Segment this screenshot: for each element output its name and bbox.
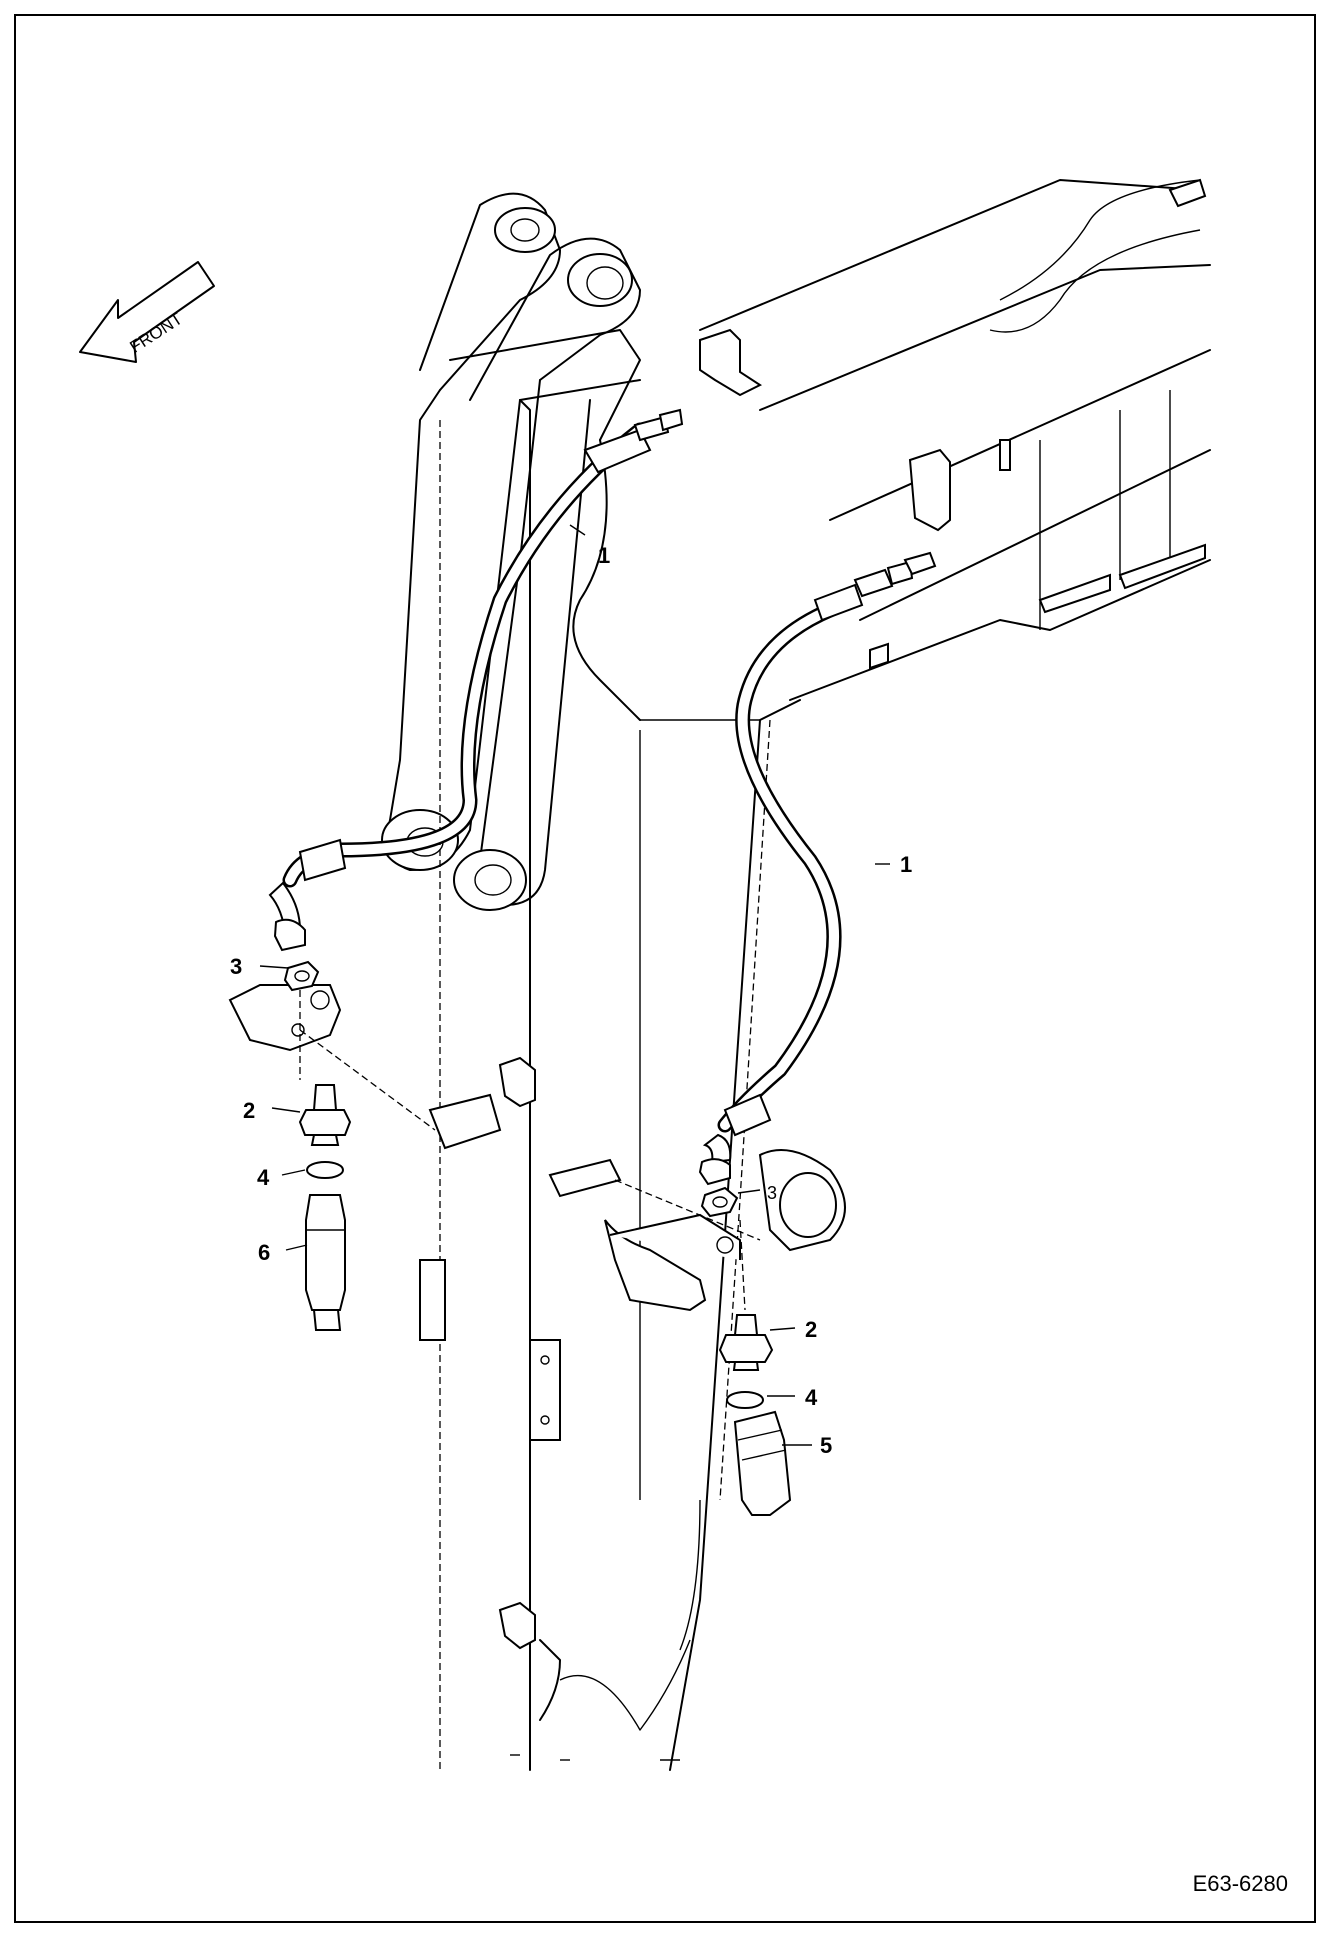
callout-hose-right: 1 (900, 852, 912, 877)
right-fitting-stack (700, 1186, 792, 1516)
callout-washer-right: 3 (767, 1183, 777, 1203)
left-mount-bracket (228, 984, 502, 1150)
right-mount-bracket (604, 1149, 846, 1312)
callout-labels: 1 1 3 2 4 6 3 2 4 5 (230, 543, 912, 1458)
boom-structure (699, 178, 1211, 701)
callout-oring-right: 4 (805, 1385, 818, 1410)
drawing-frame (14, 14, 1316, 1923)
leader-lines (259, 524, 890, 1446)
callout-coupler-male: 6 (258, 1240, 270, 1265)
callout-washer-left: 3 (230, 954, 242, 979)
svg-text:FRONT: FRONT (126, 309, 185, 357)
front-arrow: FRONT (79, 261, 215, 363)
drawing-code: E63-6280 (1192, 1871, 1288, 1896)
arm-body (419, 399, 801, 1771)
callout-adapter-right: 2 (805, 1317, 817, 1342)
callout-adapter-left: 2 (243, 1098, 255, 1123)
callout-coupler-female: 5 (820, 1433, 832, 1458)
hose-right (698, 551, 937, 1186)
left-fitting-stack (283, 960, 352, 1331)
callout-hose-upper-left: 1 (598, 543, 610, 568)
arm-linkage (381, 192, 641, 911)
hose-left (268, 408, 684, 952)
callout-oring-left: 4 (257, 1165, 270, 1190)
